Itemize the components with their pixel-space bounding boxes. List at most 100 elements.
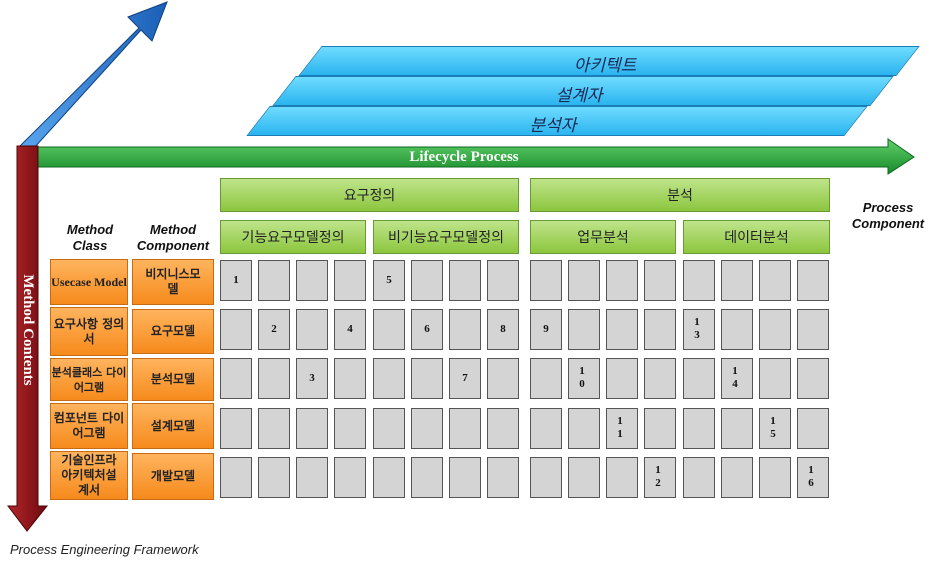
grid-cell <box>759 260 791 301</box>
grid-cell <box>373 457 405 498</box>
grid-cell <box>296 309 328 350</box>
cell-number: 8 <box>500 323 506 335</box>
grid-cell <box>797 260 829 301</box>
grid-cell <box>530 408 562 449</box>
cell-number: 5 <box>386 274 392 286</box>
grid-cell <box>606 260 638 301</box>
grid-cell <box>220 408 252 449</box>
grid-cell <box>373 260 405 301</box>
grid-cell <box>334 408 366 449</box>
cell-number: 12 <box>655 464 661 489</box>
cell-number: 16 <box>808 464 814 489</box>
grid-cell <box>373 408 405 449</box>
grid-cell <box>721 358 753 399</box>
cell-number: 13 <box>694 316 700 341</box>
grid-cell <box>683 309 715 350</box>
grid-cell <box>797 358 829 399</box>
grid-cell <box>644 457 676 498</box>
grid-cell <box>334 309 366 350</box>
activity-functional-req: 기능요구모델정의 <box>220 220 366 254</box>
grid-cell <box>530 260 562 301</box>
grid-cell <box>683 457 715 498</box>
grid-cell <box>258 457 290 498</box>
grid-cell <box>530 309 562 350</box>
method-component-cell: 요구모델 <box>132 309 214 354</box>
method-contents-label: Method Contents <box>20 274 36 386</box>
grid-cell <box>644 309 676 350</box>
method-class-cell: 분석클래스 다이어그램 <box>50 358 128 401</box>
grid-cell <box>721 408 753 449</box>
grid-cell <box>606 358 638 399</box>
grid-cell <box>449 260 481 301</box>
activity-business-analysis: 업무분석 <box>530 220 676 254</box>
method-component-cell: 개발모델 <box>132 453 214 500</box>
grid-cell <box>220 260 252 301</box>
grid-cell <box>797 309 829 350</box>
grid-cell <box>258 309 290 350</box>
method-component-cell: 비지니스모델 <box>132 259 214 305</box>
grid-cell <box>683 260 715 301</box>
grid-cell <box>721 309 753 350</box>
grid-cell <box>487 408 519 449</box>
process-roles-arrow <box>18 1 168 149</box>
grid-cell <box>220 358 252 399</box>
grid-cell <box>759 358 791 399</box>
method-component-cell: 분석모델 <box>132 358 214 401</box>
process-component-header: Process Component <box>851 200 925 231</box>
cell-number: 3 <box>309 372 315 384</box>
grid-cell <box>296 457 328 498</box>
grid-cell <box>759 408 791 449</box>
cell-number: 1 <box>233 274 239 286</box>
grid-cell <box>759 309 791 350</box>
cell-number: 15 <box>770 415 776 440</box>
role-analyst-label: 분석자 <box>529 116 577 136</box>
grid-cell <box>487 457 519 498</box>
grid-cell <box>530 457 562 498</box>
grid-cell <box>683 408 715 449</box>
grid-cell <box>606 457 638 498</box>
phase-requirements: 요구정의 <box>220 178 519 212</box>
grid-cell <box>568 358 600 399</box>
grid-cell <box>449 309 481 350</box>
grid-cell <box>568 457 600 498</box>
method-class-cell: Usecase Model <box>50 259 128 305</box>
phase-analysis: 분석 <box>530 178 830 212</box>
grid-cell <box>721 260 753 301</box>
grid-cell <box>797 457 829 498</box>
grid-cell <box>334 260 366 301</box>
method-component-cell: 설계모델 <box>132 403 214 449</box>
grid-cell <box>296 358 328 399</box>
cell-number: 2 <box>271 323 277 335</box>
grid-cell <box>373 309 405 350</box>
grid-cell <box>759 457 791 498</box>
grid-cell <box>487 309 519 350</box>
grid-cell <box>568 260 600 301</box>
grid-cell <box>449 408 481 449</box>
grid-cell <box>530 358 562 399</box>
grid-cell <box>373 358 405 399</box>
lifecycle-arrow <box>37 138 915 175</box>
grid-cell <box>644 358 676 399</box>
grid-cell <box>644 260 676 301</box>
lifecycle-label: Lifecycle Process <box>409 149 519 165</box>
grid-cell <box>797 408 829 449</box>
cell-number: 10 <box>579 365 585 390</box>
grid-cell <box>220 457 252 498</box>
method-class-cell: 요구사항 정의서 <box>50 307 128 356</box>
cell-number: 4 <box>347 323 353 335</box>
grid-cell <box>449 457 481 498</box>
grid-cell <box>334 457 366 498</box>
cell-number: 7 <box>462 372 468 384</box>
grid-cell <box>411 408 443 449</box>
grid-cell <box>411 260 443 301</box>
role-designer-label: 설계자 <box>555 86 603 106</box>
method-class-header: Method Class <box>66 222 114 253</box>
activity-nonfunctional-req: 비기능요구모델정의 <box>373 220 519 254</box>
grid-cell <box>721 457 753 498</box>
role-architect-label: 아키텍트 <box>573 56 637 76</box>
method-component-header: Method Component <box>136 222 210 253</box>
grid-cell <box>568 408 600 449</box>
method-class-cell: 기술인프라아키텍처설계서 <box>50 451 128 500</box>
grid-cell <box>296 408 328 449</box>
